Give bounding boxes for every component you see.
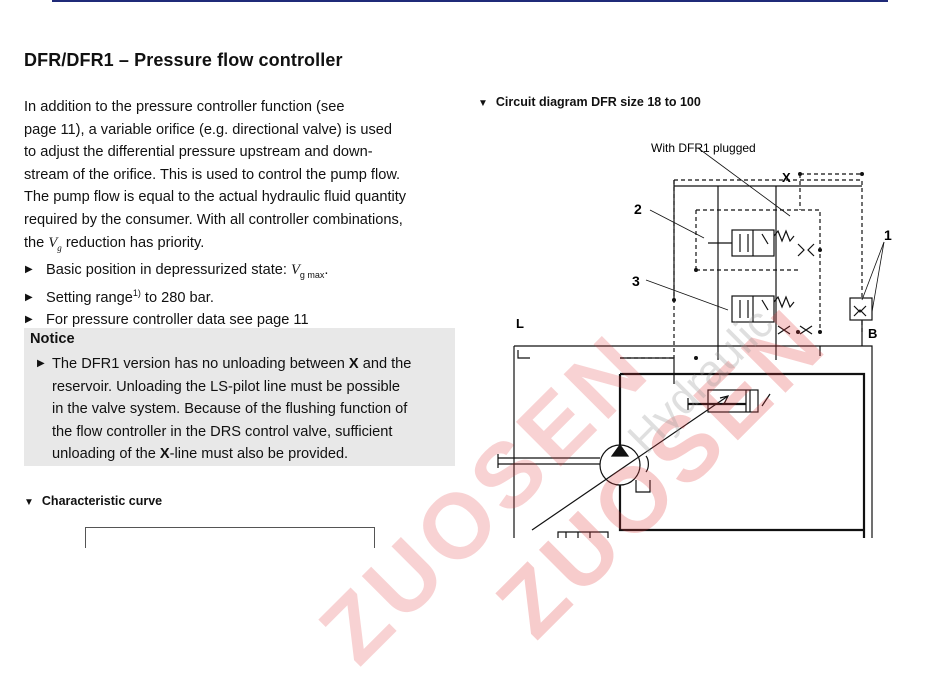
valve-3-symbol	[739, 299, 769, 318]
junction-dot	[818, 248, 822, 252]
notice-line: unloading of the X-line must also be pro…	[52, 443, 450, 466]
section-heading-characteristic-curve: ▼ Characteristic curve	[24, 494, 162, 508]
callout-label-1: 1	[884, 227, 892, 243]
rotation-arrow	[645, 455, 649, 473]
orifice-lower	[777, 325, 791, 335]
element-1-box	[849, 297, 873, 321]
pressure-line	[618, 480, 864, 532]
bullet-setting-range: Setting range1) to 280 bar.	[24, 287, 464, 310]
notice-item: ▶ The DFR1 version has no unloading betw…	[30, 353, 450, 466]
pump-arrow	[610, 443, 630, 457]
notice-line: The DFR1 version has no unloading betwee…	[52, 353, 450, 376]
housing-line	[717, 186, 777, 360]
port-label-b: B	[868, 326, 877, 341]
notice-text-fragment: unloading of the	[52, 446, 160, 463]
notice-text-fragment: and the	[358, 356, 412, 372]
junction-dot	[860, 172, 864, 176]
intro-line: page 11), a variable orifice (e.g. direc…	[24, 121, 393, 138]
section-heading-text: Characteristic curve	[41, 494, 163, 508]
page-title: DFR/DFR1 – Pressure flow controller	[24, 50, 343, 70]
bullet-text: Basic position in depressurized state:	[46, 262, 291, 279]
notice-text-fragment: -line must also be provided.	[169, 446, 349, 463]
junction-dot	[796, 330, 800, 334]
orifice-dfr1	[797, 243, 815, 257]
notice-line: reservoir. Unloading the LS-pilot line m…	[52, 378, 401, 395]
bottom-connector	[557, 531, 609, 538]
port-l-symbol	[517, 350, 530, 359]
leader-line	[649, 209, 705, 239]
notice-line: in the valve system. Because of the flus…	[52, 401, 408, 418]
pilot-line	[674, 179, 863, 332]
drive-shaft	[498, 457, 600, 465]
case-drain	[635, 480, 651, 493]
circuit-diagram: With DFR1 plugged X 2 3 1 L B	[497, 141, 892, 538]
valve-2-symbol	[739, 233, 769, 252]
notice-box: Notice ▶ The DFR1 version has no unloadi…	[24, 328, 455, 466]
intro-text-fragment: the	[24, 234, 49, 251]
intro-text-block: In addition to the pressure controller f…	[24, 96, 464, 332]
leader-line	[861, 241, 885, 301]
adjustment-arrowhead	[719, 395, 730, 405]
section-heading-circuit-diagram: ▼ Circuit diagram DFR size 18 to 100	[478, 95, 701, 109]
junction-dot	[694, 268, 698, 272]
orifice-lower	[799, 325, 813, 335]
vg-symbol: Vg	[48, 234, 62, 253]
intro-line: In addition to the pressure controller f…	[24, 99, 345, 115]
pilot-line	[696, 209, 821, 332]
feature-bullets: Basic position in depressurized state: V…	[24, 259, 464, 332]
top-rule	[52, 0, 888, 2]
vg-max-symbol: Vg max	[290, 262, 325, 280]
notice-line: the flow controller in the DRS control v…	[52, 423, 393, 440]
bullet-text: .	[324, 262, 329, 279]
cylinder-arrow	[761, 393, 771, 407]
port-label-x: X	[782, 170, 791, 185]
triangle-down-icon: ▼	[24, 497, 34, 508]
leader-line	[697, 147, 791, 217]
port-label-l: L	[516, 316, 524, 331]
leader-line	[645, 279, 729, 311]
vg-letter: V	[290, 262, 300, 279]
notice-port-x: X	[159, 446, 170, 463]
vg-max-subscript: g max	[299, 269, 325, 280]
junction-dot	[672, 298, 676, 302]
pump-housing	[514, 345, 873, 538]
callout-label-2: 2	[634, 201, 642, 217]
intro-line: to adjust the differential pressure upst…	[24, 144, 373, 161]
bullet-basic-position: Basic position in depressurized state: V…	[24, 259, 464, 287]
triangle-down-icon: ▼	[478, 98, 488, 109]
callout-label-3: 3	[632, 273, 640, 289]
intro-line: stream of the orifice. This is used to c…	[24, 166, 401, 183]
bullet-text: to 280 bar.	[140, 289, 214, 306]
vg-subscript: g	[57, 242, 62, 253]
bullet-text: Setting range	[46, 289, 133, 306]
section-heading-text: Circuit diagram DFR size 18 to 100	[495, 95, 701, 109]
junction-dots	[672, 172, 864, 360]
junction-dot	[798, 172, 802, 176]
notice-port-x: X	[348, 356, 359, 372]
pilot-line	[620, 357, 675, 384]
diagram-annotation: With DFR1 plugged	[651, 141, 756, 155]
intro-line: The pump flow is equal to the actual hyd…	[24, 189, 407, 206]
leader-line	[871, 241, 885, 313]
bullet-pressure-data: For pressure controller data see page 11	[24, 309, 464, 332]
adjustment-arrow	[531, 395, 729, 531]
junction-dot	[818, 330, 822, 334]
bullet-arrow-icon: ▶	[37, 358, 45, 369]
notice-title: Notice	[30, 331, 75, 347]
junction-dot	[694, 356, 698, 360]
vg-letter: V	[48, 234, 58, 251]
valve-2-spring	[773, 229, 795, 243]
pressure-line	[620, 372, 866, 538]
element-1-symbol	[853, 305, 867, 317]
intro-line: required by the consumer. With all contr…	[24, 211, 403, 228]
valve-3-spring	[773, 295, 795, 309]
footnote-marker: 1)	[132, 287, 141, 298]
intro-text-fragment: reduction has priority.	[61, 234, 205, 251]
intro-line-last: the Vg reduction has priority.	[24, 232, 464, 260]
notice-text-fragment: The DFR1 version has no unloading betwee…	[52, 356, 349, 372]
